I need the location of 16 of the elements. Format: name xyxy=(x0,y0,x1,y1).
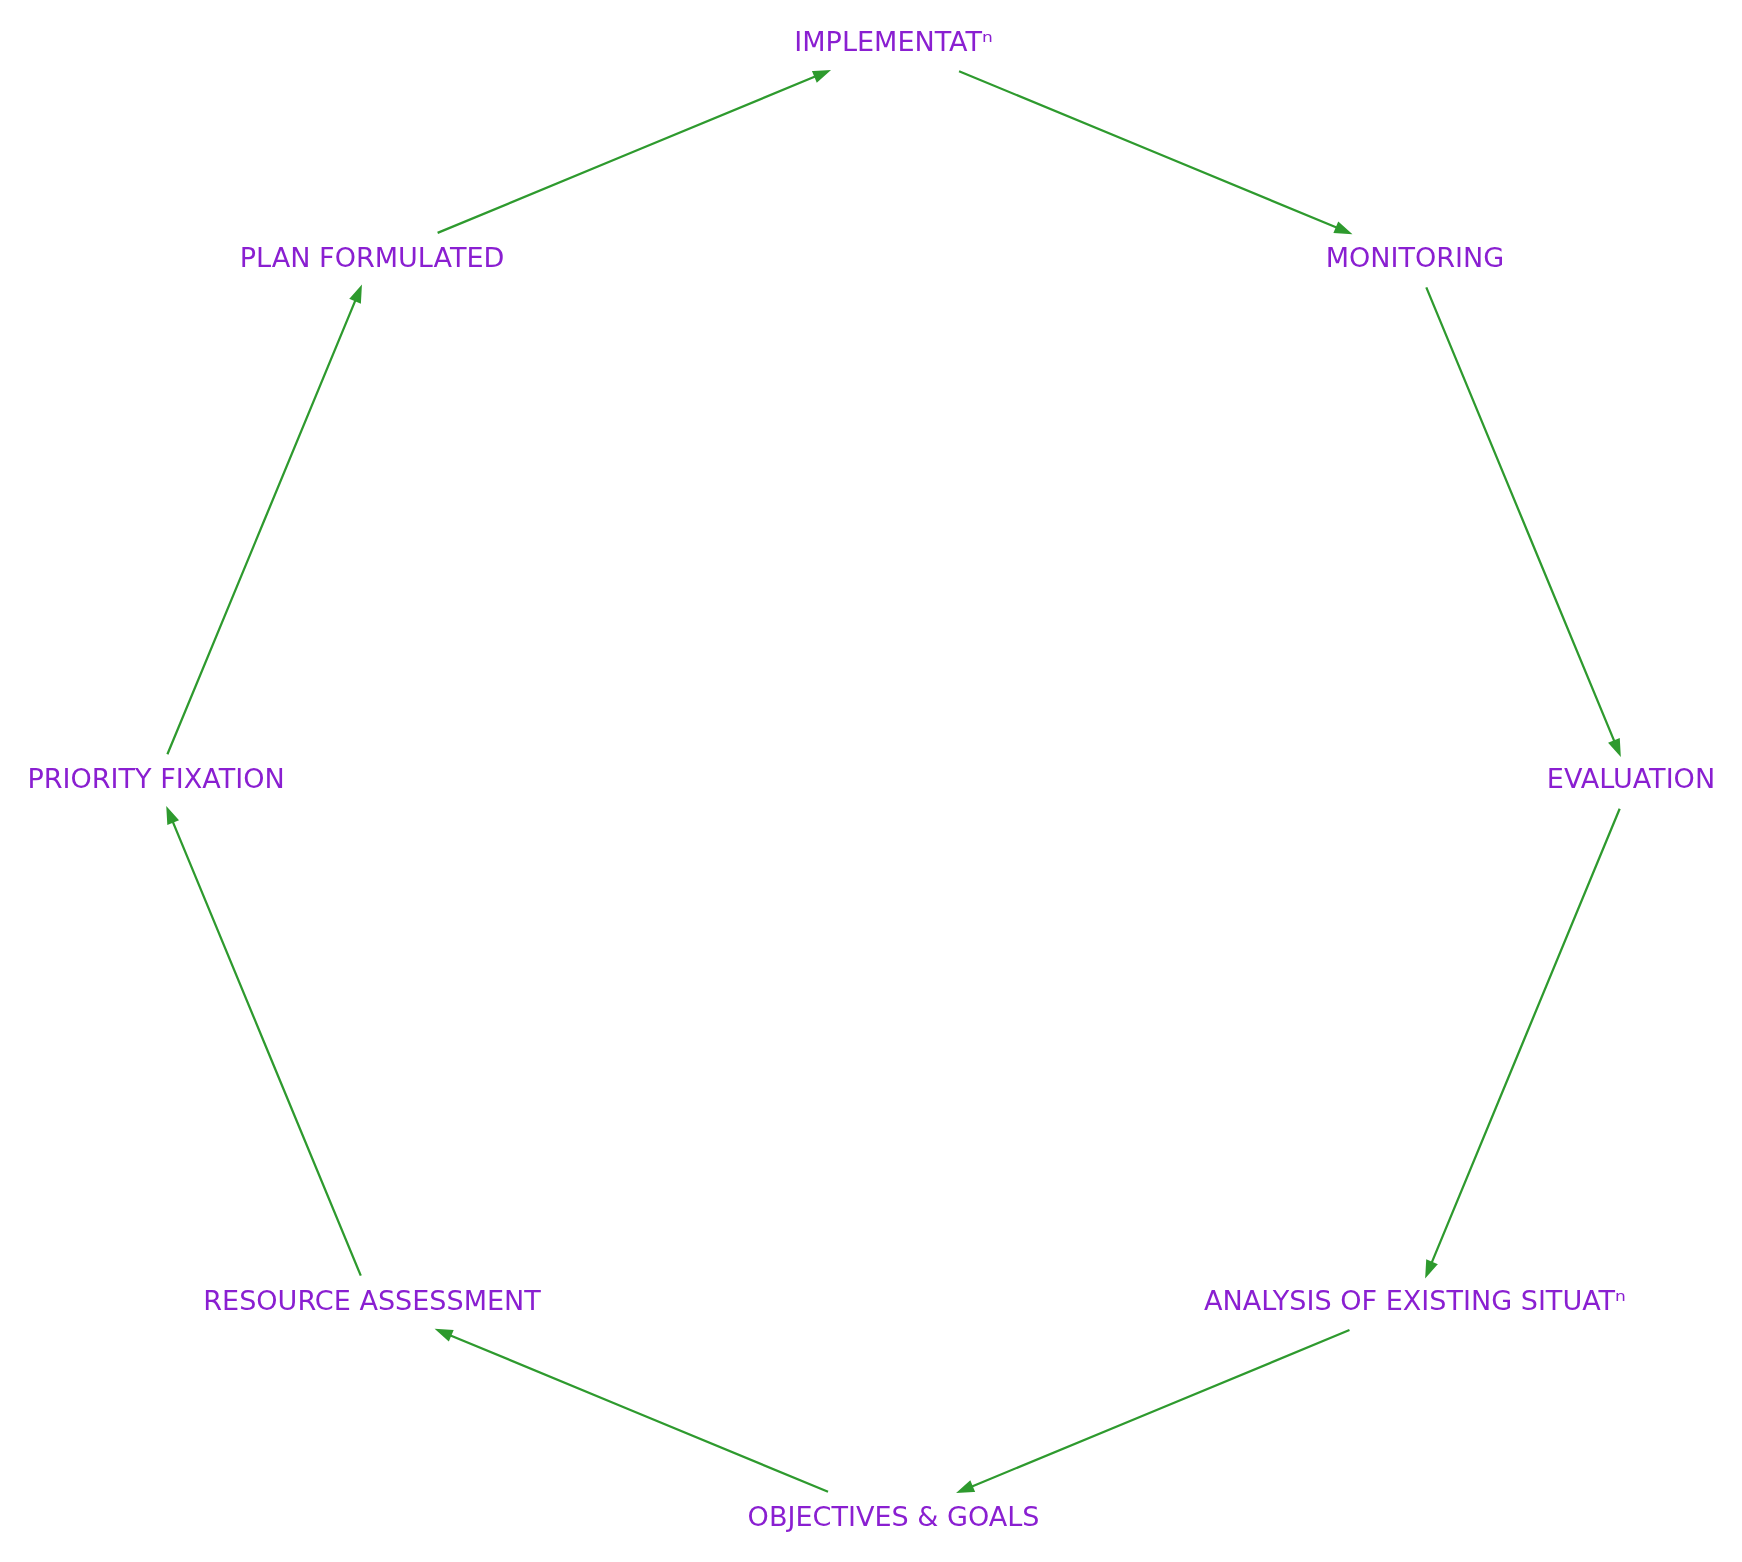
arrow xyxy=(166,284,362,755)
node-text: PRIORITY FIXATION xyxy=(27,762,285,794)
node-text: IMPLEMENTATⁿ xyxy=(794,25,993,57)
node-text: PLAN FORMULATED xyxy=(239,241,505,273)
arrow xyxy=(1425,286,1621,757)
arrow xyxy=(958,69,1353,234)
node-text: EVALUATION xyxy=(1546,762,1716,794)
arrow xyxy=(437,69,832,234)
arrow xyxy=(956,1328,1350,1493)
node-text: MONITORING xyxy=(1325,241,1505,273)
arrow xyxy=(1425,807,1621,1278)
node-text: RESOURCE ASSESSMENT xyxy=(203,1284,541,1316)
arrow xyxy=(434,1328,829,1493)
arrow xyxy=(166,805,362,1276)
node-text: OBJECTIVES & GOALS xyxy=(747,1500,1040,1532)
node-text: ANALYSIS OF EXISTING SITUATⁿ xyxy=(1204,1284,1626,1316)
